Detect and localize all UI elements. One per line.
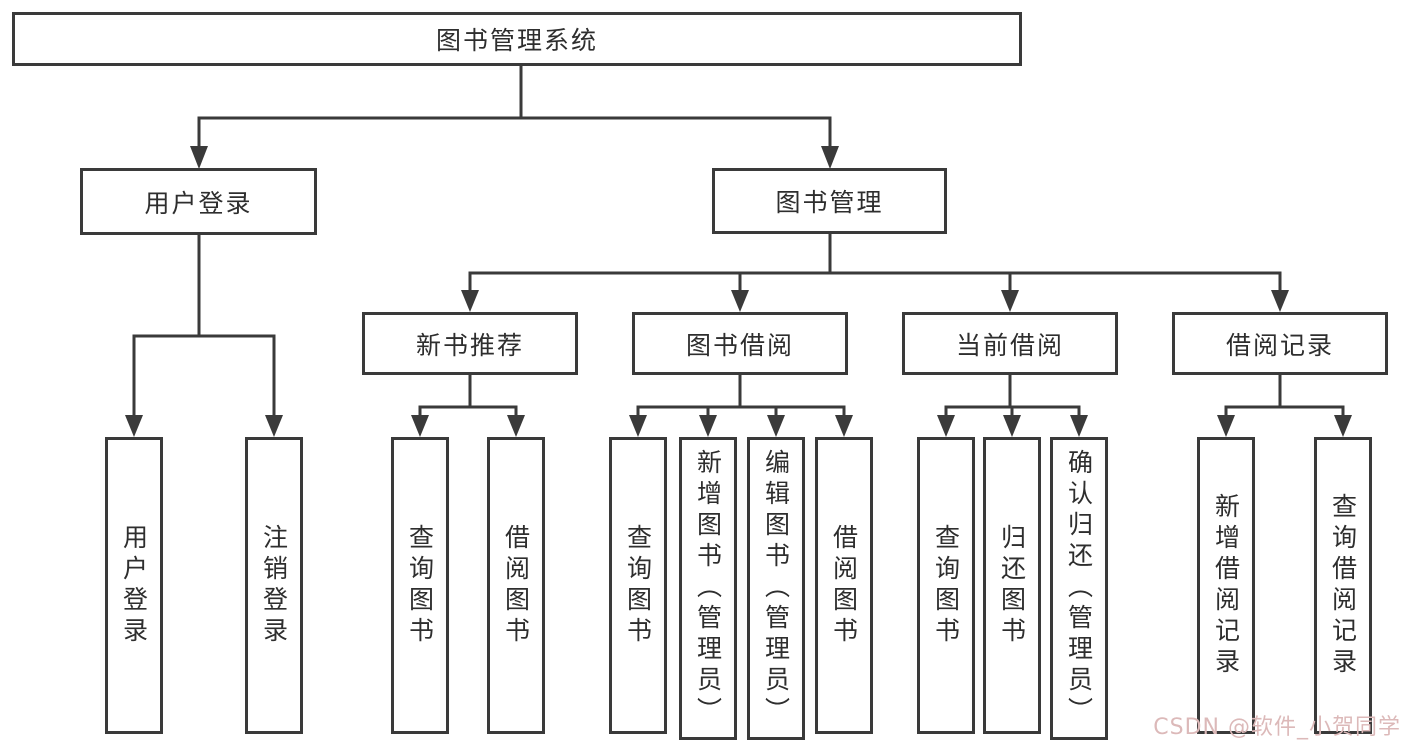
arrowhead (699, 415, 717, 437)
leaf-borrow-books-1: 借阅图书 (487, 437, 545, 734)
arrowhead (461, 290, 479, 312)
arrowhead (125, 415, 143, 437)
arrowhead (1003, 415, 1021, 437)
leaf-user-login: 用户登录 (105, 437, 163, 734)
leaf-add-book-admin: 新增图书（管理员） (679, 437, 737, 740)
arrowhead (265, 415, 283, 437)
leaf-logout: 注销登录 (245, 437, 303, 734)
arrowhead (1334, 415, 1352, 437)
node-borrow-records: 借阅记录 (1172, 312, 1388, 375)
node-root: 图书管理系统 (12, 12, 1022, 66)
arrowhead (821, 146, 839, 169)
leaf-add-borrow-record: 新增借阅记录 (1197, 437, 1255, 734)
leaf-query-borrow-record: 查询借阅记录 (1314, 437, 1372, 734)
arrowhead (731, 290, 749, 312)
connector-new-book-recommend-to-leaves (411, 375, 525, 437)
node-current-borrow: 当前借阅 (902, 312, 1118, 375)
csdn-watermark: CSDN @软件_小贺同学 (1153, 715, 1401, 740)
connector-borrow-records-to-leaves (1217, 375, 1352, 437)
leaf-query-books-2: 查询图书 (609, 437, 667, 734)
arrowhead (629, 415, 647, 437)
leaf-query-books-1: 查询图书 (391, 437, 449, 734)
arrowhead (1271, 290, 1289, 312)
arrowhead (937, 415, 955, 437)
arrowhead (507, 415, 525, 437)
leaf-return-books: 归还图书 (983, 437, 1041, 734)
arrowhead (1217, 415, 1235, 437)
connector-book-borrow-to-leaves (629, 375, 853, 437)
node-book-borrow: 图书借阅 (632, 312, 848, 375)
connector-root-to-level2 (190, 66, 839, 169)
arrowhead (190, 146, 208, 169)
arrowhead (1070, 415, 1088, 437)
node-user-login: 用户登录 (80, 168, 317, 235)
leaf-query-books-3: 查询图书 (917, 437, 975, 734)
node-new-book-recommend: 新书推荐 (362, 312, 578, 375)
node-book-management: 图书管理 (712, 168, 947, 234)
leaf-confirm-return-admin: 确认归还（管理员） (1050, 437, 1108, 740)
connector-user-login-to-leaves (125, 234, 283, 437)
leaf-edit-book-admin: 编辑图书（管理员） (747, 437, 805, 740)
arrowhead (835, 415, 853, 437)
leaf-borrow-books-2: 借阅图书 (815, 437, 873, 734)
connector-book-management-to-level3 (461, 234, 1289, 312)
arrowhead (411, 415, 429, 437)
arrowhead (1001, 290, 1019, 312)
arrowhead (767, 415, 785, 437)
connector-current-borrow-to-leaves (937, 375, 1088, 437)
